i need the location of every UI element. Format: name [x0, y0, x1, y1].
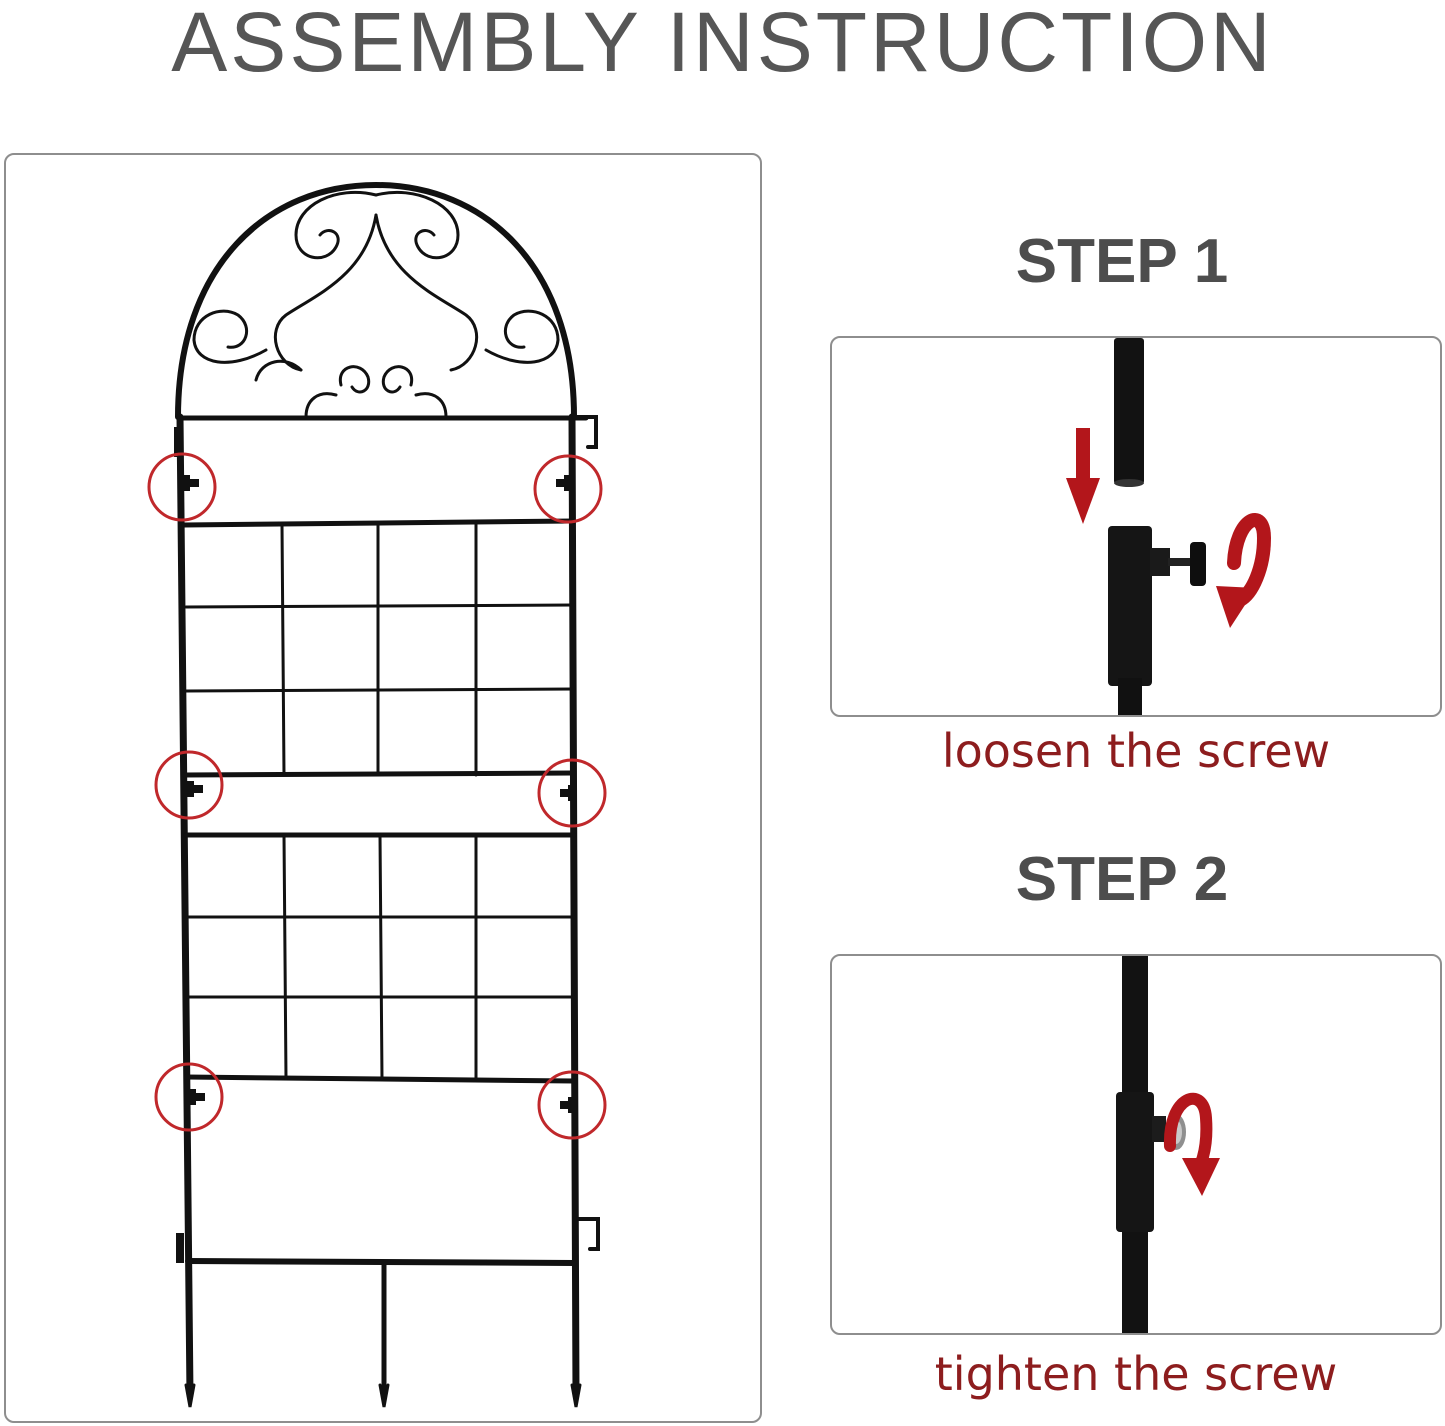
trellis-panel	[4, 153, 762, 1423]
page-title: ASSEMBLY INSTRUCTION	[171, 0, 1274, 89]
step-1-caption: loosen the screw	[941, 724, 1331, 778]
marker-circle-top-left	[147, 452, 217, 522]
trellis-illustration	[147, 181, 607, 1408]
marker-circle-bottom-right	[537, 1070, 607, 1140]
rotate-arrow-icon	[1216, 513, 1272, 628]
step-2-image	[830, 954, 1442, 1335]
step-1-heading: STEP 1	[1015, 227, 1229, 296]
step-2-illustration	[1116, 956, 1220, 1333]
rotate-arrow-icon-step-2	[1163, 1092, 1220, 1196]
step-2-caption: tighten the screw	[934, 1347, 1338, 1401]
marker-circle-mid-left	[154, 750, 224, 820]
step-1-illustration	[1066, 338, 1272, 715]
marker-circle-top-right	[533, 454, 603, 524]
marker-circle-bottom-left	[154, 1062, 224, 1132]
down-arrow-icon	[1066, 428, 1100, 524]
marker-circle-mid-right	[537, 758, 607, 828]
step-2-heading: STEP 2	[1015, 845, 1229, 914]
step-1-image	[830, 336, 1442, 717]
